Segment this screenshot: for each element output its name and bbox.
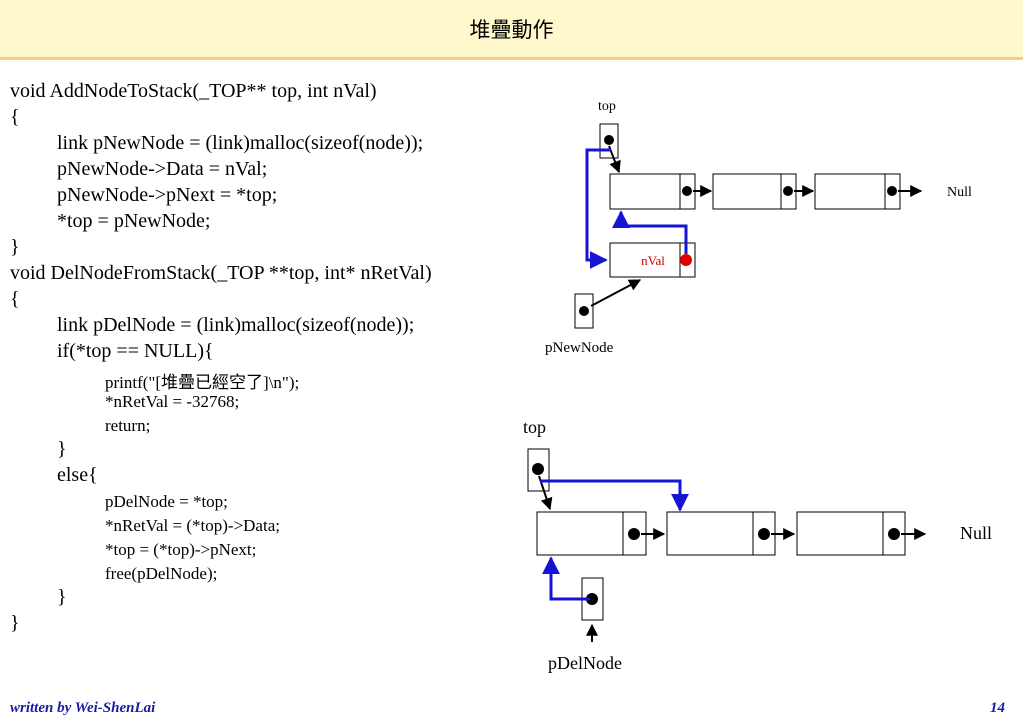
pop-delnode-to-first-arrow — [542, 556, 590, 601]
pop-node-3 — [796, 511, 906, 556]
code-line-1: void AddNodeToStack(_TOP** top, int nVal… — [10, 80, 377, 102]
code-line-19: *top = (*top)->pNext; — [105, 540, 257, 559]
slide-title: 堆疊動作 — [469, 18, 554, 42]
code-line-2: { — [10, 106, 20, 128]
pop-delnode-label: pDelNode — [548, 653, 622, 673]
code-line-16: else{ — [57, 464, 98, 486]
pop-top-to-second-arrow — [540, 479, 689, 512]
footer-page-number: 14 — [990, 700, 1005, 716]
push-new-next-arrow — [612, 210, 688, 254]
push-node-3 — [814, 173, 901, 210]
code-line-14: return; — [105, 416, 151, 435]
pop-top-label: top — [523, 417, 546, 437]
code-line-5: pNewNode->pNext = *top; — [57, 184, 278, 206]
code-line-17: pDelNode = *top; — [105, 492, 228, 511]
code-line-8: void DelNodeFromStack(_TOP **top, int* n… — [10, 262, 432, 284]
push-diagram: top Null nVal — [545, 99, 972, 356]
code-line-15: } — [57, 438, 67, 460]
code-line-22: } — [10, 612, 20, 634]
push-newnode-arrow — [590, 279, 642, 307]
push-new-node — [609, 242, 696, 278]
code-line-3: link pNewNode = (link)malloc(sizeof(node… — [57, 132, 424, 154]
push-node-2 — [712, 173, 797, 210]
pop-diagram: top Null pDelNode — [523, 417, 992, 673]
pop-node-1 — [536, 511, 647, 556]
code-line-20: free(pDelNode); — [105, 564, 218, 583]
footer-author: written by Wei-ShenLai — [10, 700, 156, 716]
push-null-label: Null — [947, 185, 972, 200]
pop-delnode-pointer-dot — [586, 593, 598, 605]
code-line-10: link pDelNode = (link)malloc(sizeof(node… — [57, 314, 415, 336]
code-line-12: printf("[堆疊已經空了]\n"); — [105, 373, 300, 392]
push-newnode-pointer-dot — [579, 306, 589, 316]
pop-top-pointer-dot — [532, 463, 544, 475]
push-top-pointer-dot — [604, 135, 614, 145]
code-line-18: *nRetVal = (*top)->Data; — [105, 516, 280, 535]
push-top-label: top — [598, 99, 616, 114]
code-line-13: *nRetVal = -32768; — [105, 392, 240, 411]
code-line-7: } — [10, 236, 20, 258]
push-top-to-new-arrow — [585, 148, 611, 269]
push-node-1 — [609, 173, 696, 210]
code-line-11: if(*top == NULL){ — [57, 340, 214, 362]
code-line-21: } — [57, 586, 67, 608]
pop-null-label: Null — [960, 523, 992, 543]
code-line-6: *top = pNewNode; — [57, 210, 211, 232]
push-newnode-label: pNewNode — [545, 340, 614, 356]
push-new-node-value: nVal — [641, 253, 665, 268]
title-bar — [0, 0, 1023, 60]
code-line-9: { — [10, 288, 20, 310]
pop-node-2 — [666, 511, 776, 556]
code-line-4: pNewNode->Data = nVal; — [57, 158, 268, 180]
